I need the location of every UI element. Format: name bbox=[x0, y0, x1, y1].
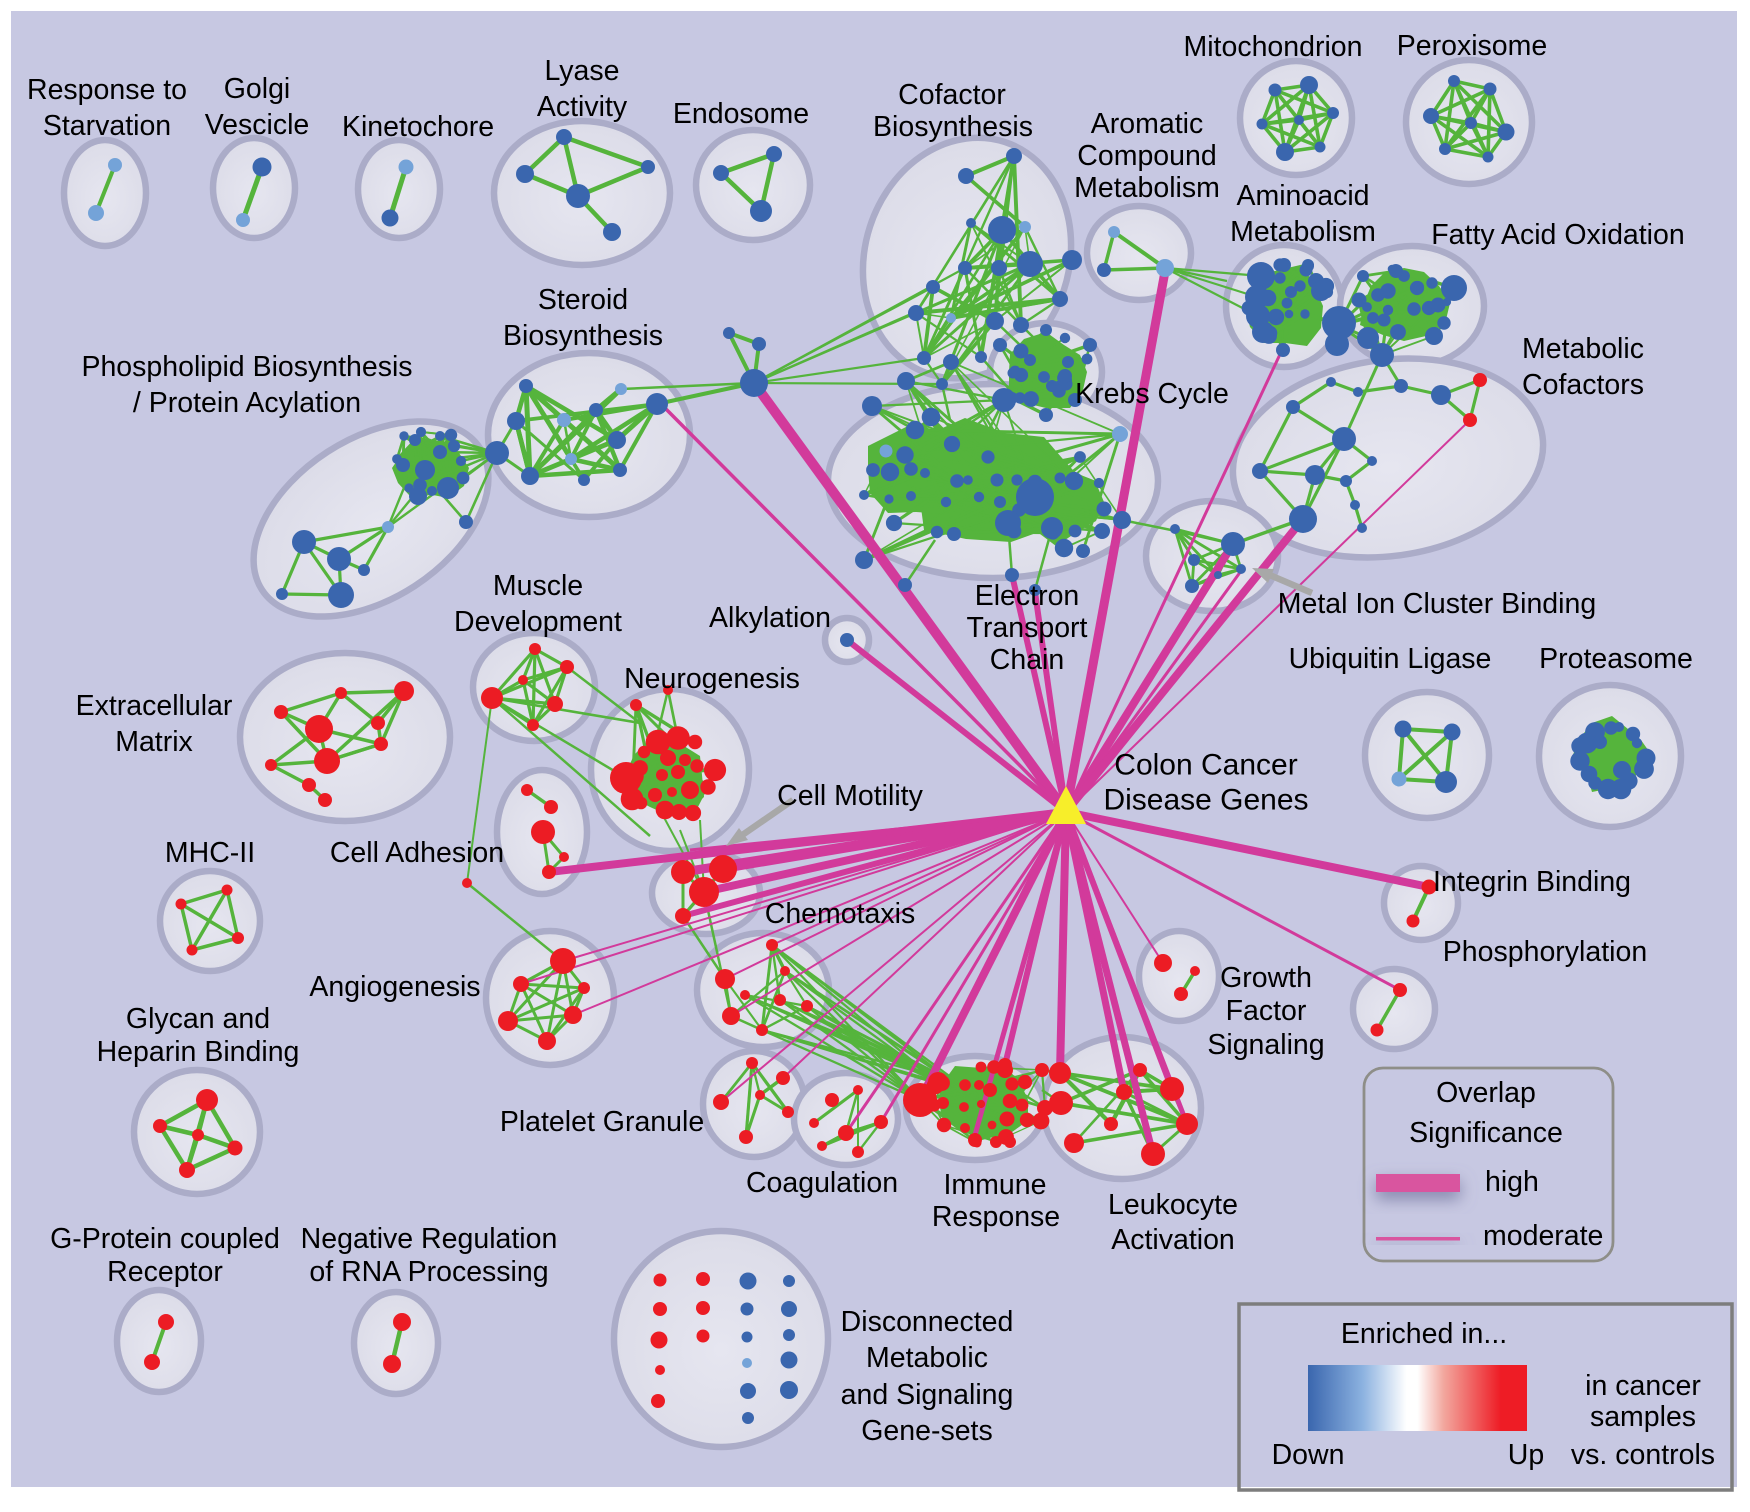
svg-text:Platelet Granule: Platelet Granule bbox=[500, 1106, 704, 1138]
svg-text:samples: samples bbox=[1590, 1401, 1696, 1433]
svg-text:Proteasome: Proteasome bbox=[1539, 643, 1693, 675]
svg-text:Cofactor: Cofactor bbox=[898, 79, 1006, 111]
svg-text:Ubiquitin Ligase: Ubiquitin Ligase bbox=[1289, 643, 1492, 675]
svg-text:Cell Motility: Cell Motility bbox=[777, 780, 923, 812]
svg-text:Activation: Activation bbox=[1111, 1224, 1235, 1256]
svg-text:Kinetochore: Kinetochore bbox=[342, 111, 494, 143]
svg-text:vs. controls: vs. controls bbox=[1571, 1439, 1715, 1471]
svg-text:and Signaling: and Signaling bbox=[841, 1379, 1014, 1411]
svg-text:Metabolism: Metabolism bbox=[1074, 172, 1220, 204]
svg-text:Metabolic: Metabolic bbox=[866, 1342, 988, 1374]
svg-text:Extracellular: Extracellular bbox=[76, 690, 233, 722]
svg-text:Cell Adhesion: Cell Adhesion bbox=[330, 837, 504, 869]
svg-text:Starvation: Starvation bbox=[43, 110, 171, 142]
svg-text:Glycan and: Glycan and bbox=[126, 1003, 270, 1035]
svg-text:Growth: Growth bbox=[1220, 962, 1312, 994]
svg-text:Development: Development bbox=[454, 606, 622, 638]
svg-text:Biosynthesis: Biosynthesis bbox=[873, 111, 1033, 143]
svg-text:Negative Regulation: Negative Regulation bbox=[301, 1223, 558, 1255]
svg-text:Metabolism: Metabolism bbox=[1230, 216, 1376, 248]
svg-text:moderate: moderate bbox=[1483, 1220, 1603, 1252]
svg-text:Factor: Factor bbox=[1226, 995, 1307, 1027]
svg-text:Colon Cancer: Colon Cancer bbox=[1114, 749, 1297, 782]
svg-text:Cofactors: Cofactors bbox=[1522, 369, 1644, 401]
svg-text:Aminoacid: Aminoacid bbox=[1236, 180, 1369, 212]
svg-text:G-Protein coupled: G-Protein coupled bbox=[50, 1223, 280, 1255]
svg-text:MHC-II: MHC-II bbox=[165, 837, 255, 869]
svg-text:Biosynthesis: Biosynthesis bbox=[503, 320, 663, 352]
svg-text:Metabolic: Metabolic bbox=[1522, 333, 1644, 365]
svg-text:Down: Down bbox=[1272, 1439, 1345, 1471]
svg-text:Leukocyte: Leukocyte bbox=[1108, 1189, 1238, 1221]
svg-text:Muscle: Muscle bbox=[493, 570, 583, 602]
svg-text:Enriched in...: Enriched in... bbox=[1341, 1318, 1507, 1350]
svg-text:Heparin Binding: Heparin Binding bbox=[97, 1036, 300, 1068]
svg-text:Mitochondrion: Mitochondrion bbox=[1183, 31, 1362, 63]
svg-text:Disconnected: Disconnected bbox=[841, 1306, 1014, 1338]
svg-text:Krebs Cycle: Krebs Cycle bbox=[1075, 378, 1229, 410]
svg-text:Response: Response bbox=[932, 1201, 1060, 1233]
svg-text:Peroxisome: Peroxisome bbox=[1397, 30, 1547, 62]
svg-text:Aromatic: Aromatic bbox=[1091, 108, 1203, 140]
svg-text:of RNA Processing: of RNA Processing bbox=[309, 1256, 548, 1288]
svg-text:Steroid: Steroid bbox=[538, 284, 628, 316]
svg-text:Chemotaxis: Chemotaxis bbox=[765, 898, 915, 930]
svg-text:/ Protein Acylation: / Protein Acylation bbox=[133, 387, 361, 419]
svg-text:high: high bbox=[1485, 1166, 1539, 1198]
svg-text:Fatty Acid Oxidation: Fatty Acid Oxidation bbox=[1431, 219, 1684, 251]
svg-text:Neurogenesis: Neurogenesis bbox=[624, 663, 800, 695]
svg-text:Overlap: Overlap bbox=[1436, 1077, 1536, 1109]
svg-text:Metal Ion Cluster Binding: Metal Ion Cluster Binding bbox=[1278, 588, 1596, 620]
svg-text:Signaling: Signaling bbox=[1207, 1029, 1324, 1061]
svg-text:Activity: Activity bbox=[537, 91, 628, 123]
svg-text:Angiogenesis: Angiogenesis bbox=[309, 971, 480, 1003]
svg-text:in cancer: in cancer bbox=[1585, 1370, 1701, 1402]
svg-text:Golgi: Golgi bbox=[224, 73, 291, 105]
svg-text:Compound: Compound bbox=[1077, 140, 1216, 172]
svg-text:Endosome: Endosome bbox=[673, 98, 809, 130]
svg-text:Receptor: Receptor bbox=[107, 1256, 223, 1288]
svg-text:Vescicle: Vescicle bbox=[205, 109, 310, 141]
svg-text:Response to: Response to bbox=[27, 74, 187, 106]
svg-text:Chain: Chain bbox=[990, 644, 1064, 676]
svg-text:Alkylation: Alkylation bbox=[709, 602, 831, 634]
svg-text:Gene-sets: Gene-sets bbox=[861, 1415, 992, 1447]
svg-text:Transport: Transport bbox=[967, 612, 1088, 644]
svg-text:Significance: Significance bbox=[1409, 1117, 1563, 1149]
svg-text:Phospholipid Biosynthesis: Phospholipid Biosynthesis bbox=[81, 351, 412, 383]
svg-text:Up: Up bbox=[1508, 1439, 1544, 1471]
svg-text:Lyase: Lyase bbox=[545, 55, 620, 87]
svg-text:Electron: Electron bbox=[975, 580, 1080, 612]
svg-text:Disease Genes: Disease Genes bbox=[1103, 784, 1308, 817]
svg-text:Phosphorylation: Phosphorylation bbox=[1443, 936, 1647, 968]
svg-text:Immune: Immune bbox=[944, 1169, 1047, 1201]
svg-text:Matrix: Matrix bbox=[115, 726, 193, 758]
svg-text:Coagulation: Coagulation bbox=[746, 1167, 898, 1199]
svg-text:Integrin Binding: Integrin Binding bbox=[1433, 866, 1631, 898]
